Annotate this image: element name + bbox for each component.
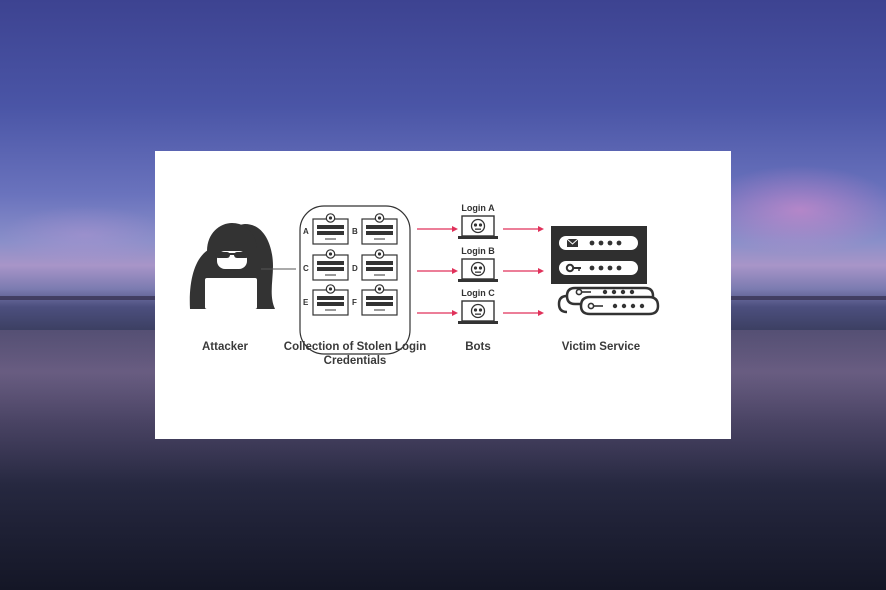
bot-laptop-icon: [458, 258, 498, 282]
credential-letter-a: A: [303, 227, 309, 236]
credentials-label: Collection of Stolen Login Credentials: [283, 341, 427, 367]
arrow-to-bot: [417, 268, 458, 274]
bot-laptop-icon: [458, 300, 498, 324]
credential-card: [361, 249, 398, 281]
credential-letter-c: C: [303, 264, 309, 273]
login-a-label: Login A: [461, 203, 495, 213]
diagram-card: A B C D E F Login A Login B Login C Atta…: [155, 151, 731, 439]
arrow-to-bot: [417, 310, 458, 316]
credential-grid: [312, 213, 398, 316]
sky-glow: [700, 165, 886, 255]
attacker-icon: [189, 223, 275, 309]
credential-card: [312, 284, 349, 316]
sky-glow-left: [0, 205, 170, 265]
credential-letter-b: B: [352, 227, 358, 236]
attacker-label: Attacker: [201, 341, 249, 353]
bots-group: [417, 215, 544, 324]
diagram-svg: [189, 205, 660, 355]
arrow-to-bot: [417, 226, 458, 232]
bot-laptop-icon: [458, 215, 498, 239]
login-b-label: Login B: [461, 246, 495, 256]
login-c-label: Login C: [461, 288, 495, 298]
credential-letter-d: D: [352, 264, 358, 273]
credential-card: [361, 213, 398, 245]
arrow-to-victim: [503, 310, 544, 316]
credential-letter-f: F: [352, 298, 357, 307]
arrow-to-victim: [503, 268, 544, 274]
credential-card: [312, 213, 349, 245]
credential-letter-e: E: [303, 298, 309, 307]
victim-label: Victim Service: [561, 341, 641, 353]
credential-card: [312, 249, 349, 281]
bots-label: Bots: [465, 341, 491, 353]
victim-service-icon: [551, 226, 660, 316]
arrow-to-victim: [503, 226, 544, 232]
credential-card: [361, 284, 398, 316]
